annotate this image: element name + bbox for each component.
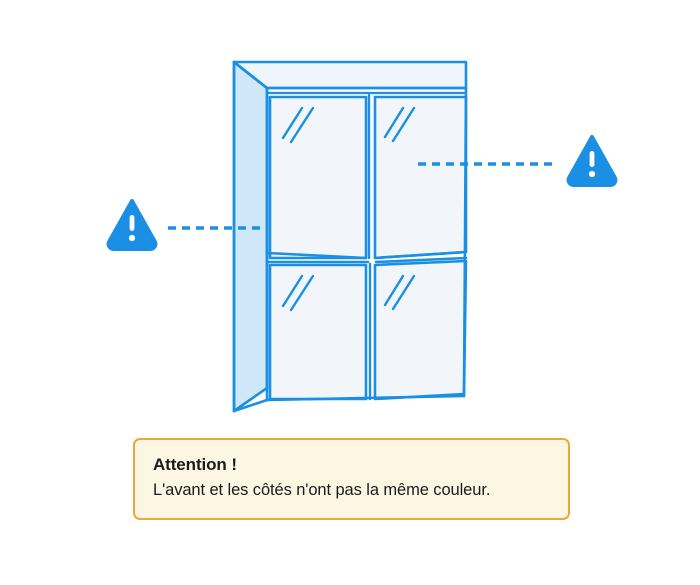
door-highlight-stroke — [391, 106, 416, 143]
door-upper-left — [268, 95, 368, 260]
top-panel — [232, 60, 468, 90]
mid-rail-right — [373, 250, 468, 260]
callout-body-text: L'avant et les côtés n'ont pas la même c… — [153, 480, 491, 499]
door-highlight-stroke — [289, 106, 315, 144]
door-upper-right — [373, 95, 468, 260]
bottom-left-perspective-edge — [232, 398, 269, 413]
warning-icon-right — [566, 135, 618, 187]
mid-rail-right-lower — [374, 256, 468, 264]
warning-exclamation-bar — [589, 151, 595, 167]
door-highlight-stroke — [289, 274, 315, 312]
door-highlight-stroke — [281, 274, 304, 308]
attention-callout: Attention ! L'avant et les côtés n'ont p… — [133, 438, 570, 520]
door-highlight-stroke — [383, 274, 405, 307]
side-panel — [232, 60, 269, 413]
warning-exclamation-dot — [128, 234, 136, 242]
warning-exclamation-dot — [588, 170, 596, 178]
refrigerator-body — [232, 60, 468, 413]
door-highlight-stroke — [281, 106, 304, 140]
mid-rail-left — [265, 251, 368, 260]
door-highlight-stroke — [383, 106, 405, 139]
bottom-front-edge — [265, 394, 466, 402]
warning-exclamation-bar — [129, 215, 135, 231]
warning-icon-left — [106, 199, 158, 251]
door-highlight-stroke — [391, 274, 416, 311]
door-lower-left — [268, 263, 368, 401]
callout-title: Attention ! — [153, 455, 237, 474]
front-right-edge — [462, 86, 468, 398]
door-lower-right — [373, 259, 468, 401]
top-panel-front-edge — [232, 60, 269, 90]
